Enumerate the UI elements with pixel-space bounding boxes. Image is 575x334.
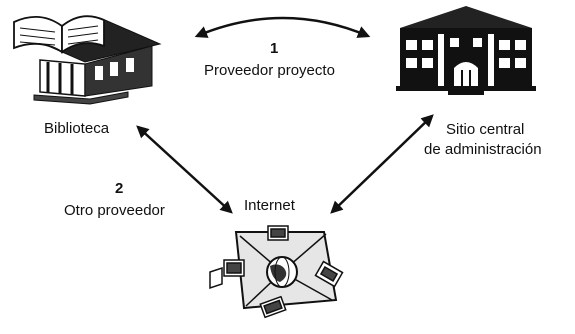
arrow-library-admin: [194, 16, 371, 38]
internet-globe-network-icon: [209, 225, 344, 319]
admin-building-icon: [396, 6, 536, 95]
link-2-label: Otro proveedor: [64, 202, 165, 219]
link-2-number: 2: [115, 180, 124, 197]
library-building-icon: [13, 15, 162, 105]
library-label: Biblioteca: [44, 120, 110, 137]
admin-label-line2: de administración: [424, 141, 542, 158]
arrow-admin-internet: [330, 114, 434, 214]
arrow-library-internet: [136, 125, 233, 214]
admin-label-line1: Sitio central: [446, 121, 525, 138]
link-1-label: Proveedor proyecto: [204, 62, 335, 79]
internet-label: Internet: [244, 197, 295, 214]
link-1-number: 1: [270, 40, 279, 57]
